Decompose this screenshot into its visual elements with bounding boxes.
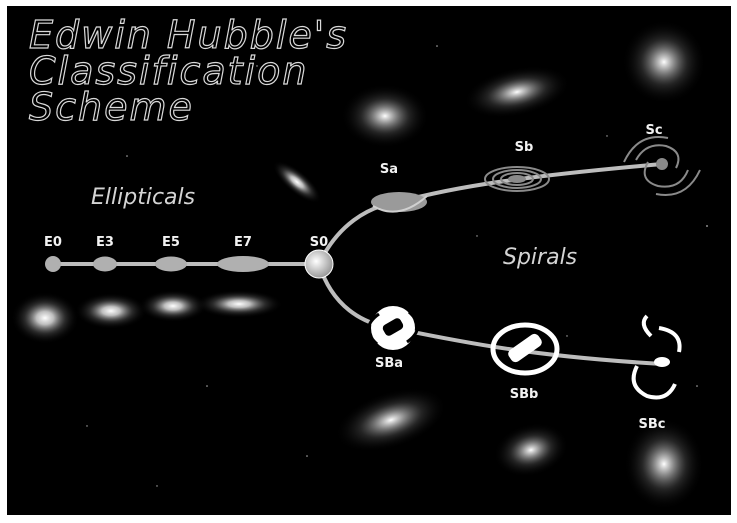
node-sbb — [490, 322, 560, 376]
label-e5: E5 — [162, 235, 180, 250]
hubble-diagram-frame: Edwin Hubble's Classification Scheme — [7, 6, 731, 515]
node-sc — [623, 136, 701, 196]
label-e0: E0 — [44, 235, 62, 250]
galaxy-image-sba — [335, 387, 447, 453]
node-sbc — [631, 314, 682, 400]
galaxy-image-e7 — [195, 290, 283, 318]
node-sba — [367, 306, 419, 350]
galaxy-images — [11, 20, 706, 510]
galaxy-image-sbc — [624, 418, 704, 510]
galaxy-image-sb — [463, 65, 571, 119]
star-field — [86, 45, 708, 487]
barred-spiral-nodes — [367, 306, 682, 400]
galaxy-image-e5 — [139, 290, 207, 322]
ellipticals-label: Ellipticals — [91, 185, 195, 210]
label-e3: E3 — [96, 235, 114, 250]
label-s0: S0 — [310, 235, 328, 250]
galaxy-image-sc — [622, 20, 706, 104]
spiral-branch-track — [317, 162, 664, 266]
label-sbc: SBc — [639, 417, 666, 432]
label-sba: SBa — [375, 356, 403, 371]
node-e5 — [155, 256, 187, 272]
galaxy-image-e3 — [75, 293, 147, 329]
label-e7: E7 — [234, 235, 252, 250]
label-sa: Sa — [380, 162, 398, 177]
galaxy-image-sa — [341, 84, 429, 148]
label-sb: Sb — [515, 140, 534, 155]
elliptical-nodes — [45, 256, 269, 272]
title-line-3: Scheme — [29, 85, 194, 129]
galaxy-image-s0 — [272, 160, 322, 204]
label-sc: Sc — [645, 123, 662, 138]
title-line-1: Edwin Hubble's — [29, 13, 348, 57]
node-e7 — [217, 256, 269, 272]
tuning-fork-diagram: Edwin Hubble's Classification Scheme — [11, 12, 708, 510]
label-sbb: SBb — [510, 387, 539, 402]
spiral-nodes — [371, 136, 701, 213]
node-e0 — [45, 256, 61, 272]
node-e3 — [93, 256, 117, 272]
title-line-2: Classification — [29, 49, 308, 93]
spirals-label: Spirals — [503, 245, 577, 270]
node-s0 — [304, 249, 334, 279]
node-sa — [371, 192, 428, 213]
galaxy-image-e0 — [11, 292, 79, 344]
galaxy-image-sbb — [493, 423, 569, 477]
title: Edwin Hubble's Classification Scheme — [28, 12, 348, 129]
node-sb — [484, 166, 550, 192]
